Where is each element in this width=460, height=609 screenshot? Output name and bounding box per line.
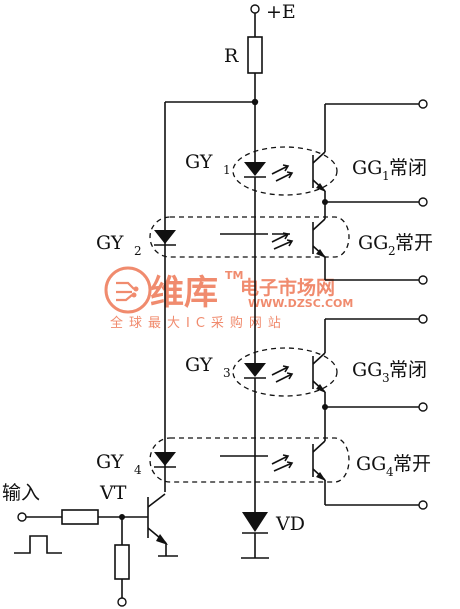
- gy3-subscript: 3: [223, 366, 231, 380]
- gg2-terminal: [418, 275, 428, 285]
- gg2-subscript: 2: [388, 244, 396, 258]
- gy1-subscript: 1: [223, 163, 231, 177]
- gg1-terminal-bottom: [418, 197, 428, 207]
- led-gy4: [154, 452, 294, 472]
- gg1-subscript: 1: [382, 169, 390, 183]
- gg1-terminal-top: [418, 99, 428, 109]
- gy2-subscript: 2: [134, 244, 142, 258]
- gg1-type-label: 常闭: [389, 157, 427, 179]
- gy4-label: GY: [96, 451, 124, 473]
- led-gy1: [244, 150, 294, 190]
- phototransistor-gg1: [312, 103, 420, 203]
- optocoupler-3: [232, 318, 420, 408]
- gg3-label: GG: [352, 359, 382, 381]
- gy3-label: GY: [185, 354, 213, 376]
- pulse-signal-icon: [14, 535, 62, 554]
- transistor-label: VT: [99, 482, 127, 504]
- watermark-slogan: 全球最大IC采购网站: [110, 315, 287, 331]
- gg4-subscript: 4: [386, 465, 394, 479]
- transistor-vt: [147, 493, 178, 557]
- watermark: 维库 TM 电子市场网 WWW.DZSC.COM 全球最大IC采购网站: [104, 266, 353, 331]
- optocoupler-4: [149, 407, 420, 506]
- supply-terminal: [250, 4, 260, 37]
- input-circuit: [17, 509, 148, 607]
- watermark-url: WWW.DZSC.COM: [248, 297, 353, 310]
- gy1-label: GY: [185, 151, 213, 173]
- resistor-r: [247, 36, 263, 102]
- phototransistor-gg4: [312, 407, 420, 506]
- watermark-cn-name: 电子市场网: [240, 276, 335, 299]
- gg1-label: GG: [352, 157, 382, 179]
- gg4-terminal: [418, 500, 428, 510]
- gg4-type-label: 常开: [393, 453, 431, 475]
- diode-vd: [241, 512, 269, 559]
- optocoupler-1: [232, 103, 420, 203]
- phototransistor-gg2: [312, 202, 420, 281]
- gy4-subscript: 4: [134, 463, 142, 477]
- diode-label: VD: [275, 513, 305, 535]
- led-gy3: [244, 352, 294, 392]
- resistor-label: R: [224, 45, 239, 67]
- led-gy2: [154, 230, 294, 250]
- watermark-brand: 维库: [150, 273, 218, 313]
- gg3-terminal-bottom: [418, 402, 428, 412]
- watermark-trademark: TM: [225, 269, 243, 282]
- gg2-type-label: 常开: [395, 232, 433, 254]
- gg4-label: GG: [356, 453, 386, 475]
- phototransistor-gg3: [312, 318, 420, 408]
- supply-label: +E: [266, 1, 296, 23]
- input-label: 输入: [2, 482, 40, 504]
- gy2-label: GY: [96, 232, 124, 254]
- gg3-subscript: 3: [382, 371, 390, 385]
- gg3-type-label: 常闭: [389, 359, 427, 381]
- gg2-label: GG: [358, 232, 388, 254]
- optocoupler-2: [149, 202, 420, 281]
- watermark-logo-icon: [104, 266, 152, 314]
- gg3-terminal-top: [418, 314, 428, 324]
